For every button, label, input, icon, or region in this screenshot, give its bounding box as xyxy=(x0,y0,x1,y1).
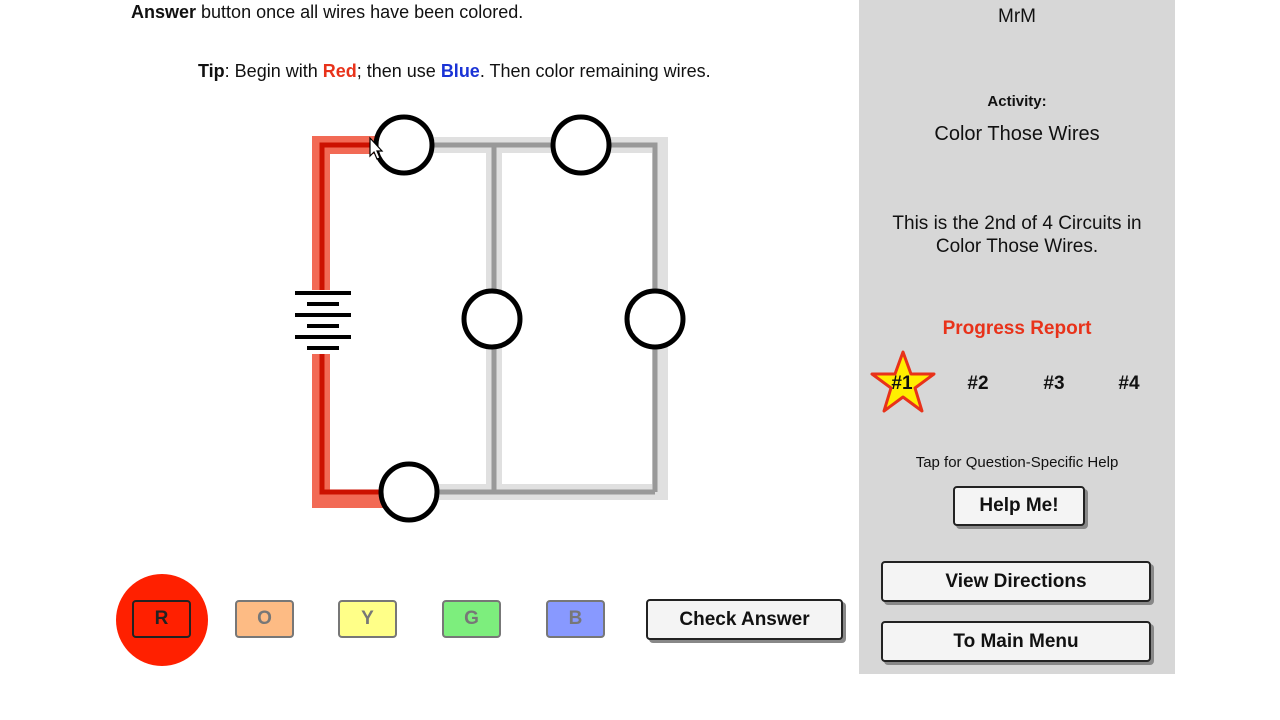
progress-item-1[interactable]: #1 xyxy=(891,373,913,394)
wire-left-red[interactable] xyxy=(319,142,409,495)
tip-segment-2: ; then use xyxy=(356,61,441,81)
circuit-diagram xyxy=(295,114,686,523)
activity-label: Activity: xyxy=(987,93,1047,110)
tip-segment-1: : Begin with xyxy=(224,61,323,81)
wire-left-glow[interactable] xyxy=(312,136,409,508)
tip-blue-word: Blue xyxy=(440,61,480,81)
color-green-button[interactable]: G xyxy=(442,600,501,638)
instruction-rest: button once all wires have been colored. xyxy=(196,2,524,22)
battery-icon xyxy=(295,290,351,354)
check-answer-button[interactable]: Check Answer xyxy=(646,599,843,640)
color-blue-button[interactable]: B xyxy=(546,600,605,638)
instruction-text: Answer button once all wires have been c… xyxy=(131,2,523,23)
bulb-top-left xyxy=(373,114,435,176)
mouse-cursor-icon xyxy=(369,136,384,160)
help-tip-text: Tap for Question-Specific Help xyxy=(915,454,1119,471)
progress-item-2[interactable]: #2 xyxy=(967,373,989,394)
bulb-bottom xyxy=(378,461,440,523)
tip-segment-3: . Then color remaining wires. xyxy=(479,61,711,81)
help-me-button[interactable]: Help Me! xyxy=(953,486,1085,526)
bulb-layer xyxy=(373,114,686,523)
bulb-right xyxy=(624,288,686,350)
circuit-info: This is the 2nd of 4 Circuits in Color T… xyxy=(892,213,1142,257)
color-yellow-button[interactable]: Y xyxy=(338,600,397,638)
sidebar: MrM Activity: Color Those Wires This is … xyxy=(859,0,1175,674)
bulb-middle xyxy=(461,288,523,350)
star-icon xyxy=(870,350,936,413)
tip-red-word: Red xyxy=(322,61,357,81)
answer-keyword: Answer xyxy=(131,2,197,22)
color-orange-button[interactable]: O xyxy=(235,600,294,638)
user-name: MrM xyxy=(998,6,1036,27)
color-red-button[interactable]: R xyxy=(132,600,191,638)
view-directions-button[interactable]: View Directions xyxy=(881,561,1151,602)
wire-top-glow[interactable] xyxy=(404,137,668,500)
activity-name: Color Those Wires xyxy=(934,123,1100,145)
progress-item-3[interactable]: #3 xyxy=(1043,373,1065,394)
tip-text: Tip: Begin with Red; then use Blue. Then… xyxy=(198,61,711,82)
main-menu-button[interactable]: To Main Menu xyxy=(881,621,1151,662)
progress-item-4[interactable]: #4 xyxy=(1118,373,1140,394)
bulb-top-right xyxy=(550,114,612,176)
wire-top-right[interactable] xyxy=(494,142,658,492)
progress-report-title: Progress Report xyxy=(942,318,1092,339)
tip-label: Tip xyxy=(198,61,225,81)
